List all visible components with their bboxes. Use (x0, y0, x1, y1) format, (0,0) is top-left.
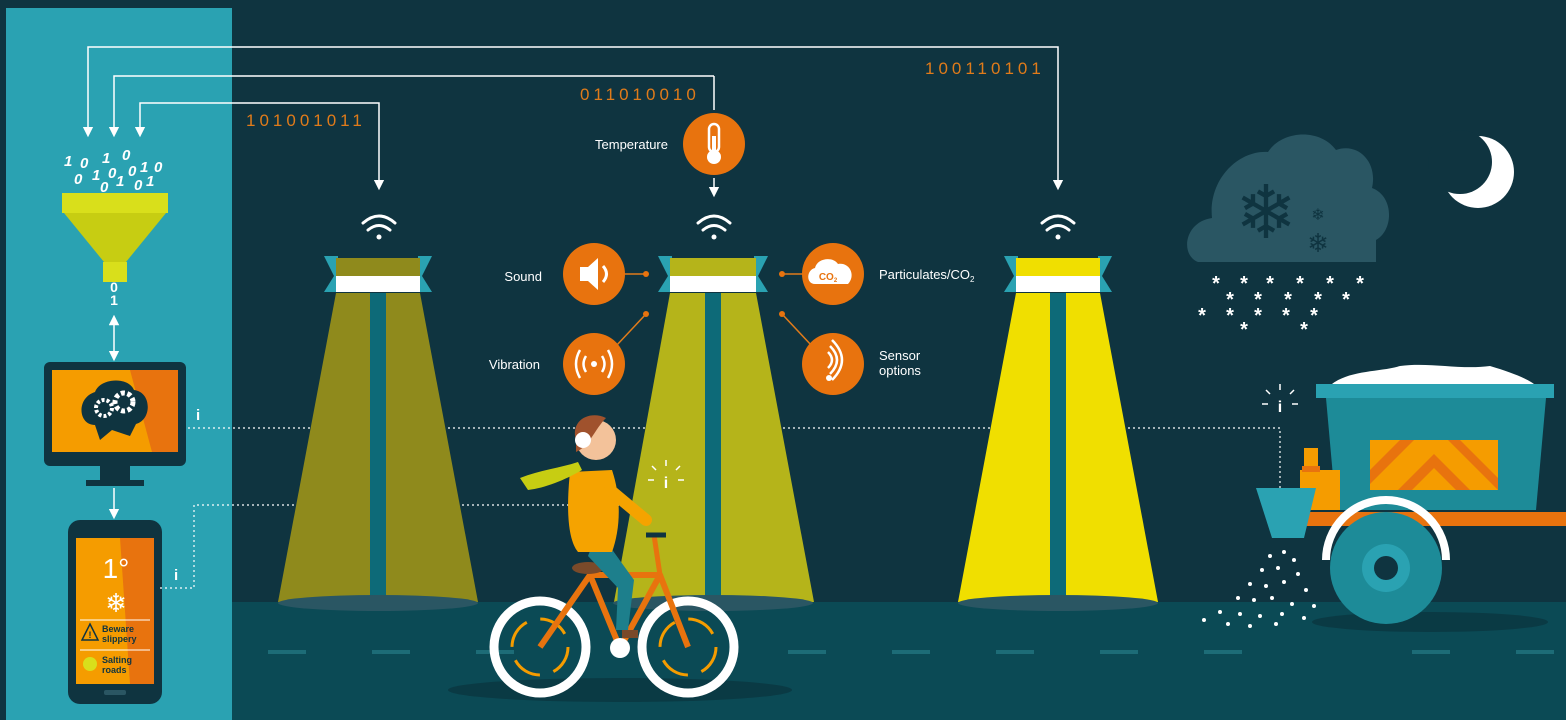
data-wires (82, 46, 1064, 198)
svg-text:*: * (1342, 289, 1350, 311)
funnel-digit: 0 (122, 147, 131, 164)
svg-text:*: * (1254, 305, 1262, 327)
label-particulates: Particulates/CO (879, 267, 970, 282)
svg-text:CO2: CO2 (819, 272, 838, 284)
info-icon: i (196, 407, 200, 424)
snowflake-icon: ❄ (1307, 228, 1329, 258)
funnel-digit: 1 (116, 173, 124, 190)
data-funnel: 1 0 1 0 1 0 0 1 0 1 0 0 1 0 0 1 (62, 147, 168, 308)
svg-text:*: * (1240, 273, 1248, 295)
co2-badge-sub: 2 (834, 278, 838, 284)
gears-icon (81, 380, 148, 440)
info-icon: i (174, 567, 178, 584)
co2-badge: CO (819, 272, 834, 283)
svg-text:*: * (1266, 273, 1274, 295)
svg-text:*: * (1198, 305, 1206, 327)
svg-text:*: * (1254, 289, 1262, 311)
street-lamp-1 (278, 256, 478, 611)
svg-text:*: * (1310, 305, 1318, 327)
funnel-output-digit: 0 (110, 279, 118, 295)
funnel-digit: 1 (64, 153, 72, 170)
svg-text:*: * (1240, 319, 1248, 341)
label-sound: Sound (504, 269, 542, 284)
svg-text:*: * (1284, 289, 1292, 311)
funnel-digit: 0 (80, 155, 89, 172)
funnel-digit: 1 (92, 167, 100, 184)
svg-text:*: * (1282, 305, 1290, 327)
funnel-digit: 0 (128, 163, 137, 180)
svg-text:*: * (1314, 289, 1322, 311)
co2-icon: CO2 (808, 259, 852, 284)
info-burst-icon: i (1262, 384, 1298, 416)
svg-text:*: * (1356, 273, 1364, 295)
alert-roads: roads (102, 665, 127, 675)
cyclist: i (448, 415, 792, 702)
svg-text:Particulates/CO2: Particulates/CO2 (879, 267, 975, 284)
cyclist-rider (520, 415, 652, 638)
svg-text:*: * (1212, 273, 1220, 295)
info-burst-icon: i (648, 460, 684, 492)
vibration-icon (574, 349, 614, 379)
alert-salting: Salting (102, 655, 132, 665)
alert-beware: Beware (102, 624, 134, 634)
analytics-monitor (44, 362, 186, 486)
label-temperature: Temperature (595, 137, 668, 152)
label-sensor: Sensor (879, 348, 921, 363)
funnel-digit: 0 (134, 177, 143, 194)
funnel-digit: 1 (140, 159, 148, 176)
data-stream-middle: 011010010 (580, 85, 700, 104)
info-icon: i (1278, 399, 1282, 416)
funnel-digit: 1 (102, 150, 110, 167)
thermometer-icon (707, 122, 721, 164)
data-stream-right: 100110101 (925, 59, 1045, 78)
street-lamp-2 (613, 256, 814, 611)
funnel-digit: 0 (154, 159, 163, 176)
info-icon: i (664, 475, 668, 492)
funnel-digit: 0 (74, 171, 83, 188)
alert-slippery: slippery (102, 634, 137, 644)
street-lamp-3 (958, 256, 1158, 611)
sensor-temperature: Temperature (595, 113, 745, 175)
wifi-icon (696, 214, 732, 240)
salt-spreader-truck: i (1202, 364, 1566, 632)
funnel-digit: 0 (100, 179, 109, 196)
sensor-particulates: CO2 Particulates/CO2 (779, 243, 975, 305)
data-stream-left: 101001011 (246, 111, 366, 130)
salt-spray (1202, 550, 1316, 628)
sensor-options-icon (826, 339, 844, 381)
snowflake-icon: ❄ (1235, 171, 1297, 254)
wifi-icon (361, 214, 397, 240)
funnel-digit: 0 (108, 165, 117, 182)
svg-text:*: * (1296, 273, 1304, 295)
svg-text:!: ! (89, 630, 92, 640)
funnel-digit: 1 (146, 173, 154, 190)
snowfall: ****** ***** ***** ** (1198, 273, 1364, 341)
label-vibration: Vibration (489, 357, 540, 372)
moon-icon (1428, 130, 1514, 208)
svg-text:*: * (1300, 319, 1308, 341)
svg-text:*: * (1326, 273, 1334, 295)
sensor-vibration: Vibration (489, 311, 649, 395)
sensor-sound: Sound (504, 243, 649, 305)
sensor-options: Sensor options (779, 311, 921, 395)
phone-temperature: 1° (103, 553, 130, 584)
svg-text:*: * (1226, 305, 1234, 327)
snowflake-icon: ❄ (1311, 207, 1324, 224)
warning-chevrons (1370, 440, 1498, 490)
label-options: options (879, 363, 921, 378)
snowflake-icon: ❄ (105, 588, 127, 618)
warning-icon: ! (80, 622, 100, 641)
speaker-icon (580, 258, 608, 290)
label-particulates-sub: 2 (970, 275, 975, 284)
svg-text:*: * (1226, 289, 1234, 311)
phone: 1° ❄ ! Beware slippery Salting roads (68, 520, 162, 704)
funnel-output-digit: 1 (110, 292, 118, 308)
snow-cloud: ❄ ❄ ❄ ****** ***** ***** ** (1187, 134, 1390, 341)
wifi-icon (1040, 214, 1076, 240)
salt-icon (83, 657, 97, 671)
